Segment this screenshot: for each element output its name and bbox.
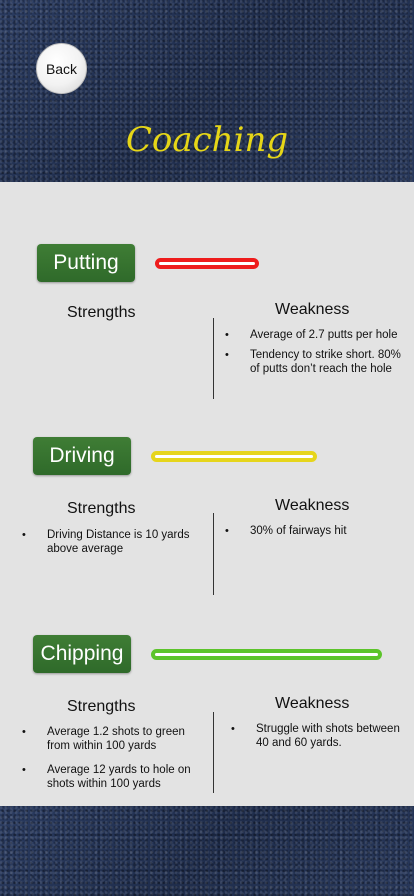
chipping-strengths-list: • Average 1.2 shots to green from within… <box>22 725 207 791</box>
list-item: • 30% of fairways hit <box>225 525 347 537</box>
putting-weakness-heading: Weakness <box>275 301 350 318</box>
chipping-weakness-heading: Weakness <box>275 695 350 712</box>
driving-strengths-heading: Strengths <box>67 500 136 517</box>
putting-weakness-list: • Average of 2.7 putts per hole • Tenden… <box>225 328 410 376</box>
back-button[interactable]: Back <box>36 43 87 94</box>
driving-strengths-list: • Driving Distance is 10 yards above ave… <box>22 528 207 556</box>
bullet-icon: • <box>225 329 229 341</box>
putting-rating-bar <box>155 258 259 269</box>
putting-strengths-heading: Strengths <box>67 304 136 321</box>
driving-rating-bar <box>151 451 317 462</box>
chipping-weakness-list: • Struggle with shots between 40 and 60 … <box>231 722 411 750</box>
chipping-strengths-heading: Strengths <box>67 698 136 715</box>
list-item: • Tendency to strike short. 80% of putts… <box>225 349 401 375</box>
driving-weakness-list: • 30% of fairways hit <box>225 524 410 538</box>
list-item: • Average 1.2 shots to green from within… <box>22 726 185 752</box>
chipping-column-divider <box>213 712 214 793</box>
footer-background <box>0 806 414 896</box>
list-item: • Struggle with shots between 40 and 60 … <box>231 723 400 749</box>
bullet-icon: • <box>225 349 229 361</box>
putting-button[interactable]: Putting <box>37 244 135 282</box>
section-chipping: Chipping Strengths Weakness • Average 1.… <box>0 635 414 800</box>
bullet-icon: • <box>225 525 229 537</box>
putting-column-divider <box>213 318 214 399</box>
driving-column-divider <box>213 513 214 595</box>
back-button-label: Back <box>45 60 78 77</box>
bullet-icon: • <box>231 723 235 735</box>
bullet-icon: • <box>22 726 26 738</box>
section-putting: Putting Strengths Weakness • Average of … <box>0 244 414 404</box>
driving-button[interactable]: Driving <box>33 437 131 475</box>
bullet-icon: • <box>22 764 26 776</box>
chipping-button[interactable]: Chipping <box>33 635 131 673</box>
bullet-icon: • <box>22 529 26 541</box>
chipping-rating-bar <box>151 649 382 660</box>
page-title: Coaching <box>125 120 289 160</box>
driving-weakness-heading: Weakness <box>275 497 350 514</box>
list-item: • Driving Distance is 10 yards above ave… <box>22 529 190 555</box>
header-background: Back Coaching <box>0 0 414 182</box>
list-item: • Average 12 yards to hole on shots with… <box>22 764 191 790</box>
list-item: • Average of 2.7 putts per hole <box>225 329 398 341</box>
section-driving: Driving Strengths Weakness • Driving Dis… <box>0 437 414 597</box>
